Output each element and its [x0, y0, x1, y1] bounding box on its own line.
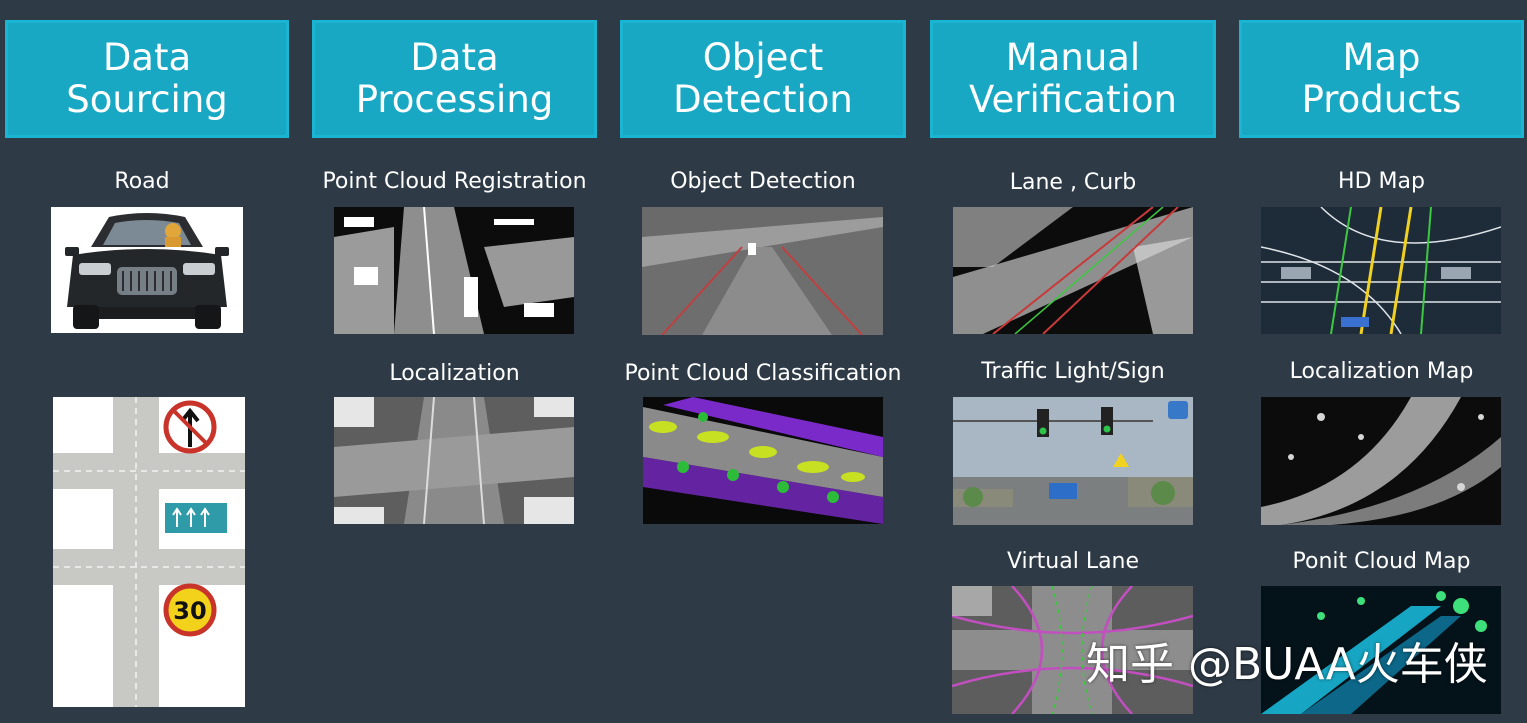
label-object-detection: Object Detection: [670, 169, 856, 194]
label-point-cloud-map: Ponit Cloud Map: [1292, 549, 1471, 574]
label-point-cloud-registration: Point Cloud Registration: [322, 169, 587, 194]
localization-image: [334, 397, 574, 524]
point-cloud-map-image: [1261, 586, 1501, 714]
header-data-sourcing: Data Sourcing: [5, 20, 289, 138]
speed-limit-text: 30: [173, 597, 206, 625]
header-map-products: Map Products: [1239, 20, 1524, 138]
label-localization-map: Localization Map: [1289, 359, 1474, 384]
watermark: 知乎 @BUAA火车侠: [1086, 639, 1488, 690]
point-cloud-classification-image: [643, 397, 883, 524]
header-data-processing: Data Processing: [312, 20, 597, 138]
label-virtual-lane: Virtual Lane: [1006, 549, 1140, 574]
label-localization: Localization: [389, 361, 520, 386]
header-object-detection: Object Detection: [620, 20, 906, 138]
object-detection-image: [642, 207, 883, 335]
label-hd-map: HD Map: [1338, 169, 1425, 194]
hd-map-image: [1261, 207, 1501, 334]
point-cloud-registration-image: [334, 207, 574, 334]
localization-map-image: [1261, 397, 1501, 525]
label-traffic-light-sign: Traffic Light/Sign: [981, 359, 1165, 384]
lane-curb-image: [953, 207, 1193, 334]
header-manual-verification: Manual Verification: [930, 20, 1216, 138]
road-map-image: 30: [53, 397, 245, 707]
virtual-lane-image: [952, 586, 1193, 714]
car-image: [51, 207, 243, 333]
traffic-light-sign-image: [953, 397, 1193, 525]
label-road: Road: [114, 169, 170, 194]
label-lane-curb: Lane , Curb: [1009, 170, 1137, 195]
label-point-cloud-classification: Point Cloud Classification: [624, 361, 902, 386]
